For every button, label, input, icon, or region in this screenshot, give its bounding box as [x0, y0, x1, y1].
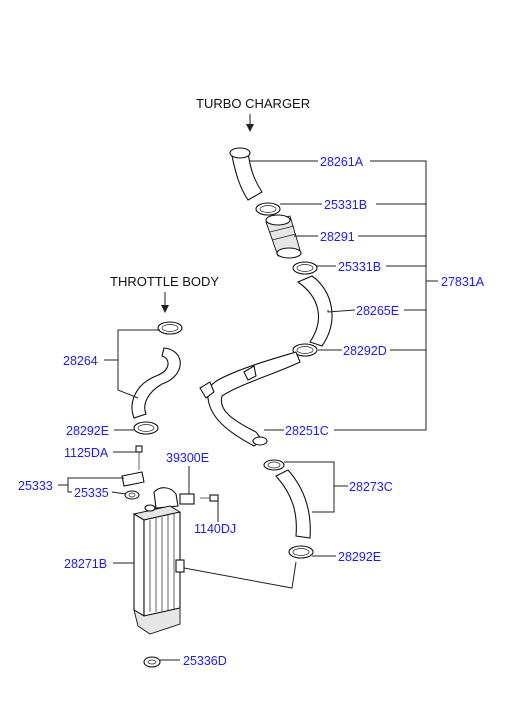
bolt-1140DJ — [200, 494, 219, 502]
label-28271B: 28271B — [64, 557, 107, 571]
bracket-25333 — [121, 471, 145, 487]
label-1125DA: 1125DA — [64, 446, 109, 460]
resonator-28291 — [265, 214, 302, 259]
connector-intercooler-to-hose — [183, 561, 297, 589]
clamp-28292D — [292, 343, 318, 357]
label-28292D: 28292D — [343, 344, 387, 358]
sensor-39300E — [153, 487, 195, 509]
label-28291: 28291 — [320, 230, 355, 244]
label-28292E-right: 28292E — [338, 550, 381, 564]
clamp-28264-upper — [157, 321, 183, 335]
label-25335: 25335 — [74, 486, 109, 500]
bolt-1125DA — [135, 445, 143, 470]
clamp-upper-28273C — [263, 459, 285, 471]
label-28273C: 28273C — [349, 480, 393, 494]
bracket-25333-lower — [67, 485, 72, 493]
pipe-28251C — [199, 351, 301, 447]
throttle-body-caption: THROTTLE BODY — [110, 274, 219, 289]
label-25331B-2: 25331B — [338, 260, 381, 274]
clamp-25331B-lower — [292, 261, 318, 275]
bracket-27831A — [334, 160, 427, 431]
hose-28261A — [229, 147, 263, 201]
clamp-25331B-upper — [255, 202, 281, 216]
hose-28264 — [131, 347, 181, 419]
hose-28265E — [296, 275, 333, 347]
label-1140DJ: 1140DJ — [194, 522, 236, 536]
label-25336D: 25336D — [183, 654, 227, 668]
leader-28265E — [327, 309, 356, 313]
bracket-25333 — [58, 477, 124, 486]
label-25331B-1: 25331B — [324, 198, 367, 212]
turbo-arrow-head — [246, 124, 254, 132]
label-28292E-left: 28292E — [66, 424, 109, 438]
grommet-25335 — [124, 490, 140, 500]
clamp-28292E-left — [133, 421, 159, 435]
bracket-28273C — [284, 461, 335, 513]
turbo-charger-caption: TURBO CHARGER — [196, 96, 310, 111]
label-28265E: 28265E — [356, 304, 399, 318]
label-27831A: 27831A — [441, 275, 485, 289]
label-28261A: 28261A — [320, 155, 364, 169]
intercooler-28271B — [132, 504, 185, 635]
label-25333: 25333 — [18, 479, 53, 493]
leader-25335 — [111, 491, 127, 495]
label-28251C: 28251C — [285, 424, 329, 438]
mount-25336D — [143, 656, 161, 668]
label-39300E: 39300E — [166, 451, 209, 465]
label-28264: 28264 — [63, 354, 98, 368]
throttle-arrow-head — [161, 305, 169, 313]
hose-28273C — [275, 469, 311, 539]
clamp-28292E-right — [288, 545, 314, 559]
